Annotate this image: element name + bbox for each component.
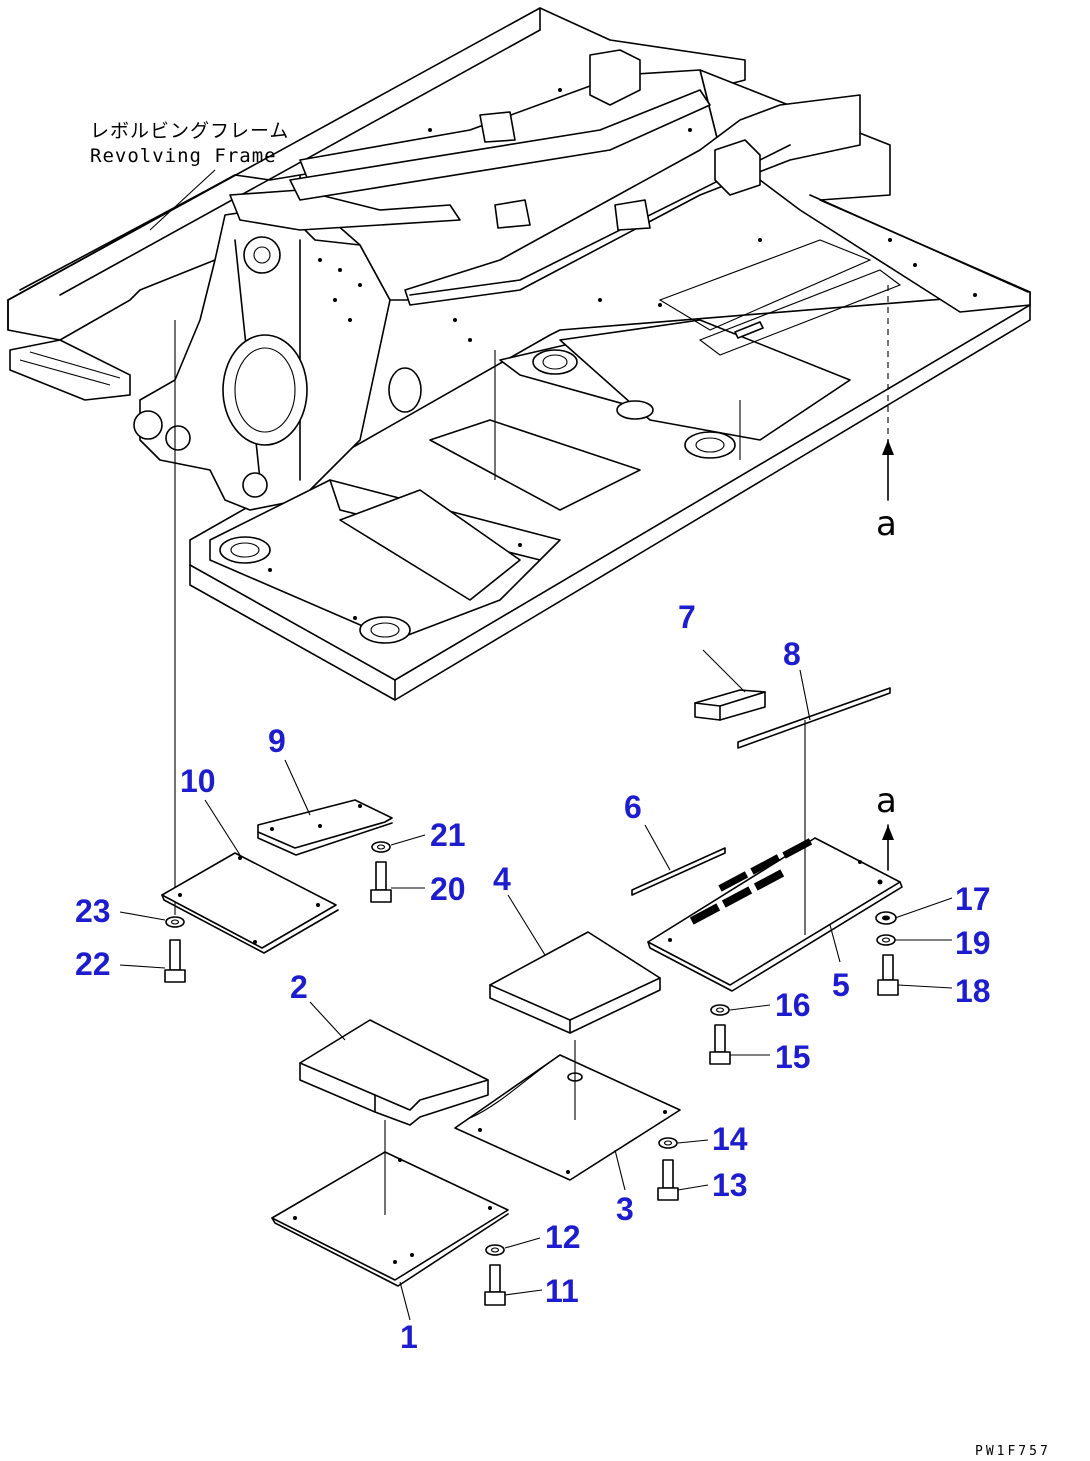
revolving-frame	[7, 7, 1031, 701]
frame-caption: レボルビングフレーム Revolving Frame	[90, 120, 289, 231]
caption-en: Revolving Frame	[90, 145, 277, 167]
callout-14: 14	[712, 1121, 748, 1157]
callout-13: 13	[712, 1167, 748, 1203]
part-6-seal	[631, 847, 726, 896]
part-2-mat	[299, 1019, 489, 1126]
reference-mark-lower: a	[876, 781, 897, 871]
callout-22: 22	[75, 946, 111, 982]
drawing-code: PW1F757	[975, 1444, 1051, 1459]
part-5-cover	[647, 837, 903, 992]
callout-8: 8	[783, 636, 801, 672]
callout-1: 1	[400, 1319, 418, 1355]
reference-letter: a	[876, 781, 897, 821]
callout-5: 5	[832, 967, 850, 1003]
part-9-cover	[257, 799, 393, 856]
part-7-block	[694, 689, 766, 721]
caption-jp: レボルビングフレーム	[90, 120, 289, 142]
callout-17: 17	[955, 881, 991, 917]
part-1-cover	[271, 1120, 509, 1287]
part-10-cover	[161, 852, 339, 954]
callout-6: 6	[624, 789, 642, 825]
callout-18: 18	[955, 973, 991, 1009]
callout-21: 21	[430, 817, 466, 853]
washers	[165, 841, 897, 1256]
bolts	[164, 861, 899, 1306]
callouts: 1 2 3 4 5 6 7 8 9 10 11 12 13 14 15 16 1…	[75, 599, 991, 1355]
callout-19: 19	[955, 925, 991, 961]
callout-23: 23	[75, 893, 111, 929]
part-8-seal	[737, 687, 891, 749]
callout-11: 11	[545, 1273, 579, 1309]
callout-7: 7	[678, 599, 696, 635]
callout-16: 16	[775, 987, 811, 1023]
callout-10: 10	[180, 763, 216, 799]
part-4-mat	[489, 931, 661, 1034]
callout-12: 12	[545, 1219, 581, 1255]
callout-3: 3	[616, 1191, 634, 1227]
reference-letter: a	[876, 504, 897, 544]
callout-4: 4	[493, 861, 511, 897]
leader-lines	[119, 649, 953, 1321]
part-3-cover	[454, 1040, 681, 1181]
callout-20: 20	[430, 871, 466, 907]
callout-15: 15	[775, 1039, 811, 1075]
callout-2: 2	[290, 969, 308, 1005]
callout-9: 9	[268, 723, 286, 759]
reference-mark-upper: a	[876, 285, 897, 544]
